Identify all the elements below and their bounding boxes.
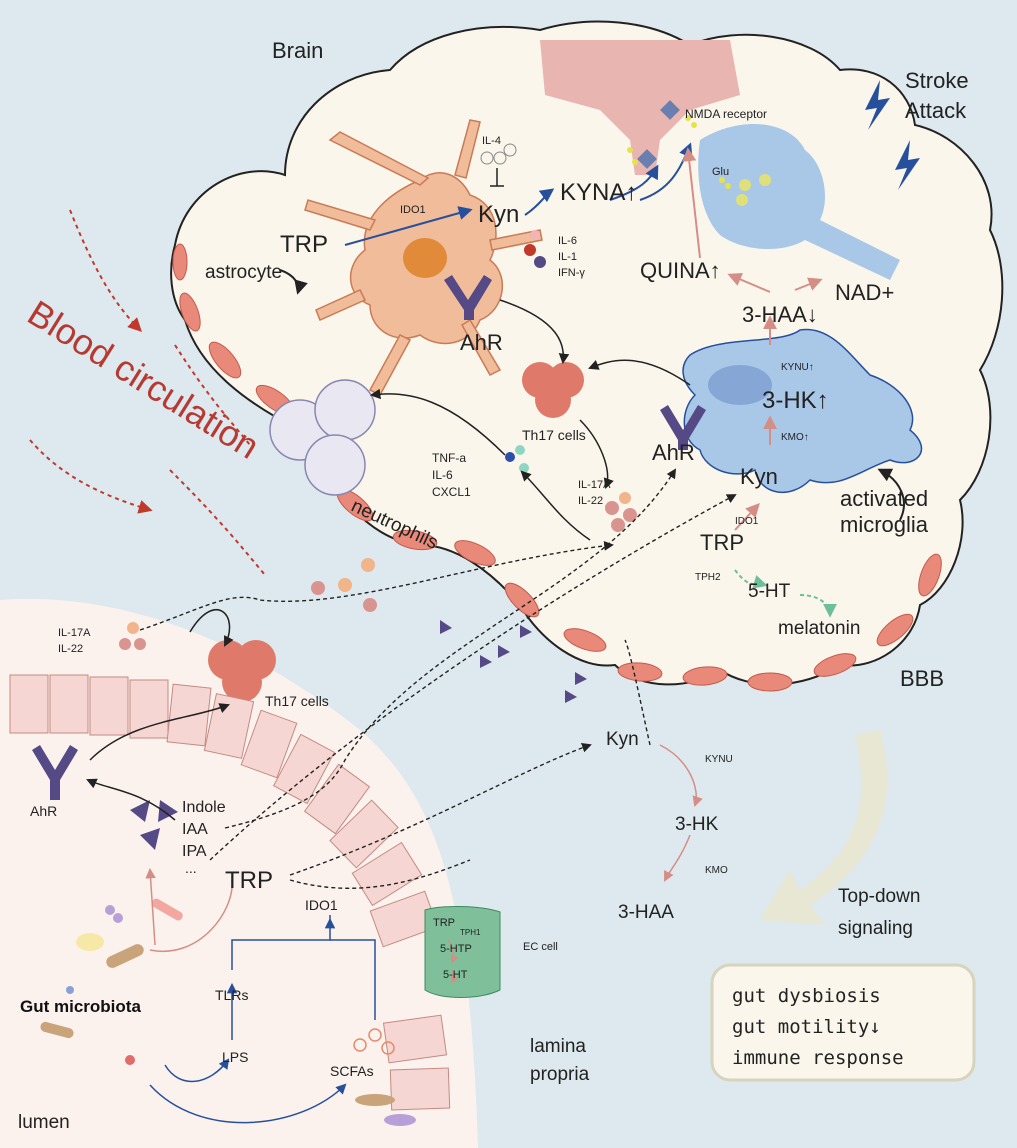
th17-cells-brain (522, 362, 584, 418)
ec-5htp-label: 5-HTP (440, 943, 472, 955)
glutamate-vesicles (627, 115, 771, 206)
nmda-label: NMDA receptor (685, 107, 767, 121)
neutro-cytokine-3: CXCL1 (432, 485, 471, 499)
ht5-brain-label: 5-HT (748, 581, 791, 602)
brain-label: Brain (272, 38, 323, 63)
pre-synaptic-neuron (540, 40, 740, 175)
lamina-label-2: propria (530, 1064, 590, 1085)
microglia-nucleus (708, 365, 772, 405)
bbb-label: BBB (900, 666, 944, 691)
microglia-label-2: microglia (840, 512, 929, 537)
th17-cells-gut (208, 640, 276, 702)
gut-microbiota-icon (40, 898, 416, 1126)
stroke-label-2: Attack (905, 98, 967, 123)
th17-brain-label: Th17 cells (522, 427, 586, 443)
indole-1: Indole (182, 799, 226, 816)
ahr-astro-label: AhR (460, 330, 503, 355)
kynu-path-label: KYNU (705, 754, 733, 765)
kyn-path-label: Kyn (606, 729, 639, 750)
ec-cell-label: EC cell (523, 941, 558, 953)
lightning-icon (865, 80, 890, 130)
trp-micro-label: TRP (700, 530, 744, 555)
neutro-cytokine-1: TNF-a (432, 451, 466, 465)
ido1-astro-label: IDO1 (400, 204, 426, 216)
il17-brain-2: IL-22 (578, 495, 603, 507)
pathway-arrows (86, 142, 905, 1124)
melatonin-label: melatonin (778, 618, 860, 639)
topdown-label-1: Top-down (838, 886, 920, 907)
kmo-path-label: KMO (705, 865, 728, 876)
neutro-cytokine-2: IL-6 (432, 468, 453, 482)
ec-5ht-label: 5-HT (443, 969, 468, 981)
effect-item-3: immune response (732, 1047, 904, 1069)
kyn-micro-label: Kyn (740, 464, 778, 489)
ahr-receptor-astro (444, 275, 492, 320)
kyna-label: KYNA↑ (560, 179, 637, 206)
ido1-gut-label: IDO1 (305, 897, 338, 913)
stroke-label-1: Stroke (905, 68, 969, 93)
red-dashed-flow-arrows (29, 209, 266, 576)
il17-gut-2: IL-22 (58, 643, 83, 655)
ahr-receptor-gut (32, 745, 78, 800)
ahr-receptor-micro (660, 405, 706, 450)
ido1-micro-label: IDO1 (735, 516, 759, 527)
indole-4: ... (185, 860, 197, 876)
trp-gut-label: TRP (225, 867, 273, 894)
gut-microbiota-label: Gut microbiota (20, 997, 141, 1016)
il4-label: IL-4 (482, 135, 501, 147)
neutrophil-cells (269, 379, 376, 496)
kmo-micro-label: KMO↑ (781, 432, 809, 443)
scfas-label: SCFAs (330, 1063, 374, 1079)
haa-path-label: 3-HAA (618, 902, 674, 923)
trp-astro-label: TRP (280, 231, 328, 258)
effect-item-1: gut dysbiosis (732, 985, 881, 1007)
dashed-transport-arrows (139, 468, 737, 889)
hk-micro-label: 3-HK↑ (762, 387, 829, 414)
il17-brain-1: IL-17A (578, 479, 611, 491)
astro-cytokine-2: IL-1 (558, 251, 577, 263)
il4-inhibit-line (490, 168, 504, 187)
hk-path-label: 3-HK (675, 814, 719, 835)
nad-label: NAD+ (835, 280, 894, 305)
lightning-icon (895, 140, 920, 190)
quina-label: QUINA↑ (640, 258, 721, 283)
lps-label: LPS (222, 1049, 248, 1065)
ahr-gut-label: AhR (30, 803, 57, 819)
topdown-label-2: signaling (838, 918, 913, 939)
brain-outline (170, 20, 1004, 686)
astro-cytokine-1: IL-6 (558, 235, 577, 247)
indole-2: IAA (182, 821, 208, 838)
tlrs-label: TLRs (215, 987, 248, 1003)
indole-3: IPA (182, 843, 207, 860)
th17-gut-label: Th17 cells (265, 693, 329, 709)
il17-gut-1: IL-17A (58, 627, 91, 639)
astrocyte-nucleus (403, 238, 447, 278)
astrocyte-label: astrocyte (205, 262, 282, 283)
post-synaptic-neuron (698, 123, 900, 281)
circulating-cytokines (119, 143, 637, 650)
effects-box (710, 963, 976, 1082)
ec-trp-label: TRP (433, 917, 455, 929)
ec-cell (424, 905, 501, 998)
microglia-label-1: activated (840, 486, 928, 511)
gut-epithelium (9, 674, 451, 1111)
top-down-arrow (760, 730, 888, 925)
gut-lumen-region (0, 598, 478, 1148)
kynu-micro-label: KYNU↑ (781, 362, 814, 373)
ec-tph1-label: TPH1 (460, 928, 481, 937)
indole-ligands (130, 620, 587, 850)
ahr-micro-label: AhR (652, 440, 695, 465)
tph2-label: TPH2 (695, 572, 721, 583)
lumen-label: lumen (18, 1112, 70, 1133)
kyn-astro-label: Kyn (478, 201, 519, 228)
effect-item-2: gut motility↓ (732, 1016, 881, 1038)
haa-micro-label: 3-HAA↓ (742, 302, 818, 327)
astro-cytokine-3: IFN-γ (558, 267, 585, 279)
lamina-label-1: lamina (530, 1036, 586, 1057)
glu-label: Glu (712, 166, 729, 178)
